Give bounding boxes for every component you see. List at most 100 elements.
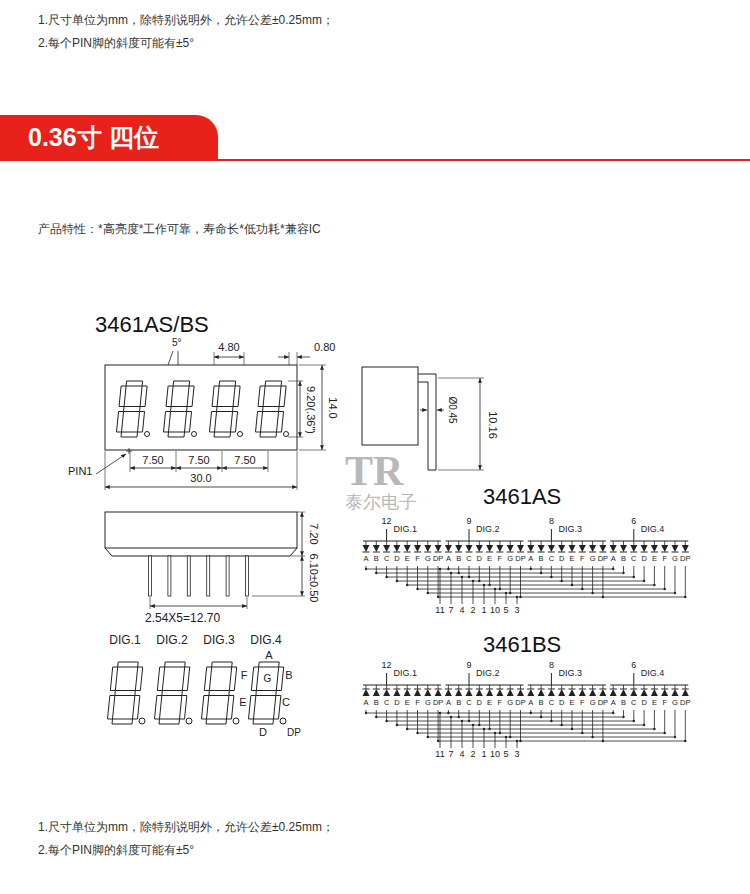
led-symbol	[445, 689, 452, 696]
dimension-line	[300, 381, 301, 437]
common-wire	[445, 685, 523, 686]
pin-number: 12	[382, 661, 392, 670]
dimension: 9.20(.36")	[305, 386, 316, 434]
led-symbol	[682, 689, 689, 696]
segment-name: D	[394, 555, 399, 563]
segment-wire	[633, 710, 634, 721]
segment-name: DP	[287, 728, 301, 738]
led-bar	[373, 689, 380, 690]
led-symbol	[414, 545, 421, 552]
segment-name: G	[425, 555, 431, 563]
segment-name: DP	[433, 555, 443, 563]
common-wire	[633, 673, 634, 685]
pin-number: 4	[459, 606, 464, 615]
pin	[226, 556, 229, 596]
led-bar	[641, 552, 648, 553]
common-wire	[610, 685, 688, 686]
wire	[458, 685, 459, 689]
segment-wire	[469, 710, 470, 721]
segment-name: F	[498, 555, 503, 563]
pin-wire	[506, 593, 507, 604]
led-bar	[661, 552, 668, 553]
led-symbol	[363, 545, 370, 552]
wire	[685, 541, 686, 545]
wire	[520, 541, 521, 545]
led-bar	[445, 552, 452, 553]
wire	[479, 685, 480, 689]
dimension-line	[302, 512, 303, 556]
segment-name: G	[672, 555, 678, 563]
segment-outline	[214, 432, 231, 437]
wire	[417, 541, 418, 545]
led-bar	[641, 689, 648, 690]
led-symbol	[445, 545, 452, 552]
segment-name: B	[285, 670, 292, 681]
led-bar	[630, 552, 637, 553]
led-symbol	[579, 689, 586, 696]
pin	[168, 556, 171, 596]
segment-wire	[602, 566, 603, 597]
segment-name: F	[415, 699, 420, 707]
segment-name: DP	[680, 555, 690, 563]
dimension-line	[480, 378, 481, 470]
extension-line	[289, 352, 290, 365]
segment-wire	[438, 566, 439, 597]
model-name: 3461AS	[483, 486, 561, 508]
dimension: 14.0	[327, 397, 338, 418]
model-name: 3461AS/BS	[95, 314, 209, 336]
common-wire	[386, 673, 387, 685]
segment-name: C	[466, 555, 471, 563]
led-bar	[486, 689, 493, 690]
segment-wire	[633, 566, 634, 577]
led-bar	[455, 552, 462, 553]
led-symbol	[404, 545, 411, 552]
angle-line	[168, 351, 173, 365]
segment-bus	[366, 569, 613, 570]
segment-bus	[418, 733, 665, 734]
junction-dot	[494, 732, 496, 734]
led-bar	[558, 689, 565, 690]
wire	[448, 685, 449, 689]
segment-wire	[417, 566, 418, 589]
pin	[149, 556, 152, 596]
common-wire	[551, 529, 552, 541]
segment-name: F	[580, 699, 585, 707]
segment-outline	[119, 386, 126, 407]
led-symbol	[589, 545, 596, 552]
pin-number: 9	[466, 661, 471, 670]
segment-outline	[265, 381, 282, 386]
segment-name: DP	[515, 555, 525, 563]
segment-wire	[685, 710, 686, 741]
led-symbol	[538, 689, 545, 696]
common-wire	[363, 541, 441, 542]
wire	[602, 541, 603, 545]
wire	[530, 685, 531, 689]
led-bar	[445, 689, 452, 690]
led-bar	[682, 689, 689, 690]
led-bar	[579, 552, 586, 553]
extension-line	[214, 352, 215, 365]
dimension: 6.10±0.50	[308, 554, 319, 603]
led-symbol	[393, 689, 400, 696]
led-bar	[579, 689, 586, 690]
segment-outline	[168, 432, 185, 437]
segment-name: A	[528, 555, 533, 563]
segment-name: DP	[433, 699, 443, 707]
segment-outline	[115, 691, 136, 696]
common-wire	[469, 673, 470, 685]
pin-number: 2	[470, 750, 475, 759]
led-symbol	[424, 545, 431, 552]
led-bar	[569, 552, 576, 553]
led-bar	[466, 689, 473, 690]
display-body	[105, 365, 297, 450]
wire	[675, 685, 676, 689]
decimal-point	[186, 718, 192, 724]
wire	[376, 541, 377, 545]
wire	[602, 685, 603, 689]
segment-outline	[118, 662, 139, 667]
segment-name: F	[662, 699, 667, 707]
segment-wire	[654, 710, 655, 729]
segment-name: D	[641, 699, 646, 707]
dimension: 7.20	[308, 523, 319, 544]
segment-name: G	[590, 699, 596, 707]
